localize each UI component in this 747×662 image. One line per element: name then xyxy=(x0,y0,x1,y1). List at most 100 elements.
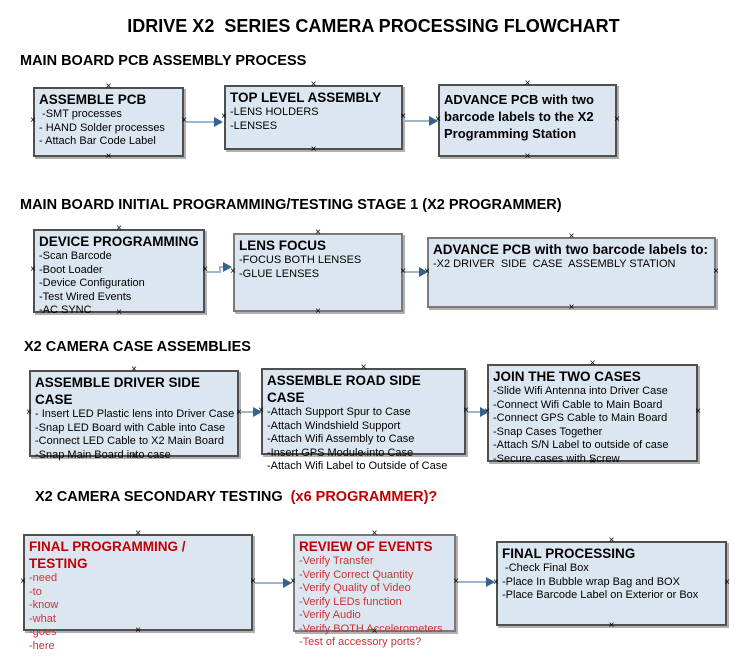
box-item: -know xyxy=(29,599,59,611)
flow-box-review-of-events: REVIEW OF EVENTS -Verify Transfer-Verify… xyxy=(290,529,459,649)
box-item: -Verify LEDs function xyxy=(299,595,402,608)
box-item: -Attach Windshield Support xyxy=(267,419,401,432)
handle-x-icon: × xyxy=(524,151,531,162)
flow-box-advance-pcb-driver-side-station: ADVANCE PCB with two barcode labels to: … xyxy=(424,232,719,313)
box-item: -Attach Support Spur to Case xyxy=(267,406,411,418)
box-item: -Insert GPS Module into Case xyxy=(267,446,414,459)
box-title: LENS FOCUS xyxy=(239,238,327,253)
connector-arrow-icon xyxy=(186,117,223,127)
handle-x-icon: × xyxy=(315,306,321,317)
box-item: -Snap Main Board into case xyxy=(35,448,171,461)
box-item: -Verify Transfer xyxy=(299,555,374,567)
box-title: ADVANCE PCB with two barcode labels to t… xyxy=(444,92,594,141)
box-item: -Device Configuration xyxy=(39,277,145,289)
handle-x-icon: × xyxy=(713,265,719,277)
box-item: -here xyxy=(29,639,55,652)
box-item: -X2 DRIVER SIDE CASE ASSEMBLY STATION xyxy=(433,258,676,270)
flow-box-join-the-two-cases: JOIN THE TWO CASES -Slide Wifi Antenna i… xyxy=(484,359,701,467)
box-title: FINAL PROCESSING xyxy=(502,546,636,561)
box-title: ASSEMBLE DRIVER SIDE CASE xyxy=(35,375,201,407)
box-item: -LENS HOLDERS xyxy=(230,106,319,118)
handle-x-icon: × xyxy=(105,151,112,162)
handle-x-icon: × xyxy=(724,576,730,588)
box-item-list: -Slide Wifi Antenna into Driver Case-Con… xyxy=(493,385,692,466)
box-item: - Insert LED Plastic lens into Driver Ca… xyxy=(35,408,235,420)
box-item: -goes xyxy=(29,626,57,638)
box-item-list: -SMT processes- HAND Solder processes- A… xyxy=(39,108,178,149)
box-item: -Snap LED Board with Cable into Case xyxy=(35,421,226,434)
connector-arrow-icon xyxy=(405,116,438,126)
handle-x-icon: × xyxy=(26,406,32,418)
box-item-list: -need-to-know-what-goes-here xyxy=(29,572,247,653)
box-item: -Boot Loader xyxy=(39,263,103,276)
box-item: -Verify Quality of Video xyxy=(299,582,411,594)
handle-x-icon: × xyxy=(614,113,620,125)
box-title: REVIEW OF EVENTS xyxy=(299,539,433,554)
section-heading-initial-programming: MAIN BOARD INITIAL PROGRAMMING/TESTING S… xyxy=(20,197,562,213)
box-item: -Place Barcode Label on Exterior or Box xyxy=(502,589,699,601)
handle-x-icon: × xyxy=(568,302,575,313)
flow-box-assemble-pcb: ASSEMBLE PCB -SMT processes- HAND Solder… xyxy=(30,82,187,162)
handle-x-icon: × xyxy=(20,575,26,587)
box-item: -Connect GPS Cable to Main Board xyxy=(493,412,668,424)
handle-x-icon: × xyxy=(608,620,615,631)
connector-elbow-arrow-icon xyxy=(206,262,232,273)
box-item: -Secure cases with Screw xyxy=(493,452,620,465)
handle-x-icon: × xyxy=(695,406,701,417)
section-heading-black-text: X2 CAMERA SECONDARY TESTING xyxy=(35,489,291,505)
box-item: -SMT processes xyxy=(39,108,122,120)
flow-box-lens-focus: LENS FOCUS -FOCUS BOTH LENSES-GLUE LENSE… xyxy=(230,228,406,317)
connector-arrow-icon xyxy=(468,407,489,417)
flow-box-advance-pcb-programming-station: ADVANCE PCB with two barcode labels to t… xyxy=(435,79,620,162)
box-item: -AC SYNC xyxy=(39,304,92,316)
handle-x-icon: × xyxy=(30,115,36,126)
connector-arrow-icon xyxy=(241,407,262,417)
box-item: -to xyxy=(29,585,42,598)
box-title: FINAL PROGRAMMING / TESTING xyxy=(29,539,186,571)
box-item-list: -Check Final Box-Place In Bubble wrap Ba… xyxy=(502,562,721,603)
box-item-list: - Insert LED Plastic lens into Driver Ca… xyxy=(35,408,235,462)
box-title: DEVICE PROGRAMMING xyxy=(39,234,199,249)
box-item-list: -Attach Support Spur to Case-Attach Wind… xyxy=(267,406,460,474)
connector-arrow-icon xyxy=(458,577,495,587)
section-heading-secondary-testing: X2 CAMERA SECONDARY TESTING (x6 PROGRAMM… xyxy=(35,489,437,505)
handle-x-icon: × xyxy=(30,264,36,275)
box-item: -Connect LED Cable to X2 Main Board xyxy=(35,435,224,447)
box-title: ADVANCE PCB with two barcode labels to: xyxy=(433,242,709,257)
box-title: JOIN THE TWO CASES xyxy=(493,369,641,384)
box-item: -Test of accessory ports? xyxy=(299,636,422,648)
flow-box-assemble-driver-side-case: ASSEMBLE DRIVER SIDE CASE - Insert LED P… xyxy=(26,365,242,462)
box-item: - HAND Solder processes xyxy=(39,121,165,134)
section-heading-case-assemblies: X2 CAMERA CASE ASSEMBLIES xyxy=(24,339,251,355)
box-item: -Attach S/N Label to outside of case xyxy=(493,439,669,451)
box-item: -need xyxy=(29,572,58,584)
box-title: TOP LEVEL ASSEMBLY xyxy=(230,90,382,105)
box-item: -Connect Wifi Cable to Main Board xyxy=(493,398,663,411)
box-item: -Snap Cases Together xyxy=(493,425,603,438)
box-item: -LENSES xyxy=(230,119,278,132)
section-heading-pcb-assembly: MAIN BOARD PCB ASSEMBLY PROCESS xyxy=(20,53,307,69)
connector-arrow-icon xyxy=(405,267,428,277)
box-item: -Place In Bubble wrap Bag and BOX xyxy=(502,575,680,588)
box-item-list: -LENS HOLDERS-LENSES xyxy=(230,106,397,133)
box-item-list: -Scan Barcode-Boot Loader-Device Configu… xyxy=(39,250,199,318)
box-item: -Attach Wifi Assembly to Case xyxy=(267,433,415,445)
box-item-list: -Verify Transfer-Verify Correct Quantity… xyxy=(299,555,450,650)
connector-arrow-icon xyxy=(255,578,292,588)
box-title: ASSEMBLE PCB xyxy=(39,92,147,107)
box-item: -Test Wired Events xyxy=(39,290,132,303)
box-item: -Verify Audio xyxy=(299,609,361,621)
flow-box-final-processing: FINAL PROCESSING -Check Final Box-Place … xyxy=(493,536,730,631)
box-item-list: -X2 DRIVER SIDE CASE ASSEMBLY STATION xyxy=(433,258,710,272)
box-item: -Slide Wifi Antenna into Driver Case xyxy=(493,385,668,397)
box-item: -Attach Wifi Label to Outside of Case xyxy=(267,460,448,472)
box-item-list: -FOCUS BOTH LENSES-GLUE LENSES xyxy=(239,254,397,281)
box-item: -Verify Correct Quantity xyxy=(299,568,414,581)
handle-x-icon: × xyxy=(310,144,317,155)
box-item: -Check Final Box xyxy=(502,562,589,574)
flow-box-final-programming-testing: FINAL PROGRAMMING / TESTING -need-to-kno… xyxy=(20,529,256,652)
flow-box-device-programming: DEVICE PROGRAMMING -Scan Barcode-Boot Lo… xyxy=(30,224,208,318)
box-title: ASSEMBLE ROAD SIDE CASE xyxy=(267,373,421,405)
flow-box-top-level-assembly: TOP LEVEL ASSEMBLY -LENS HOLDERS-LENSES … xyxy=(221,80,406,155)
